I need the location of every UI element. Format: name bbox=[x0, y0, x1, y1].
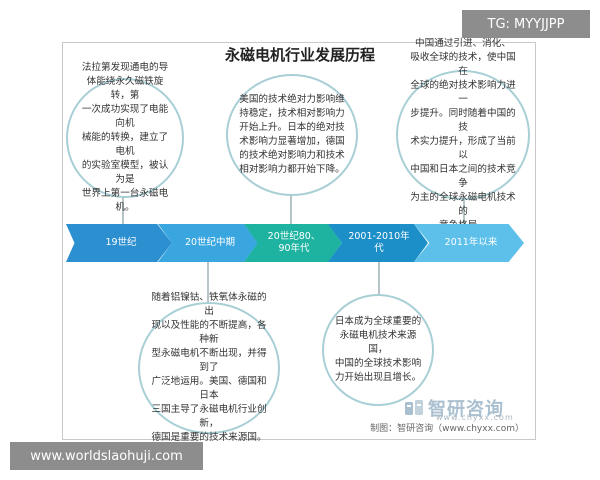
timeline-stage-2011-onward: 2011年以来 bbox=[414, 224, 524, 262]
note-line: 中国和日本之间的技术竞争 bbox=[410, 164, 516, 189]
timeline-stage-mid-20th-century: 20世纪中期 bbox=[158, 224, 258, 262]
connector-2001 bbox=[378, 262, 380, 298]
note-19th-century: 法拉第发现通电的导 体能绕永久磁铁旋转，第 一次成功实现了电能向机 械能的转换，… bbox=[66, 62, 184, 213]
note-1980s-1990s-text: 美国的技术绝对力影响维 持稳定，技术相对影响力 开始上升。日本的绝对技 术影响力… bbox=[239, 93, 345, 177]
watermark-url: www.chyxx.com bbox=[436, 413, 514, 422]
connector-2011 bbox=[463, 196, 465, 224]
note-line: 三国主导了永磁电机行业创新， bbox=[151, 404, 267, 429]
note-line: 吸收全球的技术，使中国在 bbox=[410, 52, 516, 77]
note-line: 德国是重要的技术来源国。 bbox=[151, 432, 267, 443]
timeline-stage-1980s-1990s: 20世纪80、90年代 bbox=[244, 224, 342, 262]
timeline-stage-2001-2010: 2001-2010年代 bbox=[328, 224, 428, 262]
note-line: 械能的转换，建立了电机 bbox=[81, 132, 169, 157]
note-line: 美国的技术绝对力影响维 bbox=[239, 94, 345, 105]
watermark-brand: 智研咨询 bbox=[428, 399, 504, 420]
note-line: 广泛地运用。美国、德国和日本 bbox=[151, 376, 267, 401]
note-line: 永磁电机技术来源国， bbox=[339, 330, 417, 355]
note-2011-onward: 中国通过引进、消化、 吸收全球的技术，使中国在 全球的绝对技术影响力进一 步提升… bbox=[396, 38, 530, 231]
timeline-label: 20世纪80、90年代 bbox=[267, 231, 321, 254]
timeline-label: 19世纪 bbox=[105, 237, 137, 248]
note-line: 开始上升。日本的绝对技 bbox=[239, 122, 345, 133]
timeline-label: 2011年以来 bbox=[444, 237, 498, 248]
site-url-badge: www.worldslaohuji.com bbox=[10, 442, 203, 470]
note-1980s-1990s: 美国的技术绝对力影响维 持稳定，技术相对影响力 开始上升。日本的绝对技 术影响力… bbox=[226, 74, 358, 196]
note-line: 持稳定，技术相对影响力 bbox=[239, 108, 345, 119]
note-line: 随着铝镍钴、铁氧体永磁的出 bbox=[151, 292, 267, 317]
note-line: 日本成为全球重要的 bbox=[334, 316, 422, 327]
note-line: 中国通过引进、消化、 bbox=[415, 38, 511, 49]
note-line: 型永磁电机不断出现，并得到了 bbox=[151, 348, 267, 373]
note-2001-2010: 日本成为全球重要的 永磁电机技术来源国， 中国的全球技术影响 力开始出现且增长。 bbox=[322, 294, 434, 406]
note-mid-20th-century: 随着铝镍钴、铁氧体永磁的出 现以及性能的不断提高，各种新 型永磁电机不断出现，并… bbox=[138, 292, 280, 443]
connector-20mid bbox=[207, 262, 209, 308]
note-line: 的技术绝对影响力和技术 bbox=[239, 150, 345, 161]
note-line: 法拉第发现通电的导 bbox=[81, 62, 169, 73]
note-line: 世界上第一台永磁电 bbox=[81, 188, 169, 199]
note-2011-onward-text: 中国通过引进、消化、 吸收全球的技术，使中国在 全球的绝对技术影响力进一 步提升… bbox=[408, 37, 518, 233]
note-line: 步提升。同时随着中国的技 bbox=[410, 108, 516, 133]
note-2001-2010-text: 日本成为全球重要的 永磁电机技术来源国， 中国的全球技术影响 力开始出现且增长。 bbox=[332, 315, 424, 385]
note-line: 术影响力显著增加，德国 bbox=[239, 136, 345, 147]
note-mid-20th-century-text: 随着铝镍钴、铁氧体永磁的出 现以及性能的不断提高，各种新 型永磁电机不断出现，并… bbox=[148, 291, 270, 445]
note-line: 的实验室模型，被认为是 bbox=[81, 160, 169, 185]
note-line: 相对影响力都开始下降。 bbox=[239, 164, 345, 175]
note-line: 术实力提升，形成了当前以 bbox=[410, 136, 516, 161]
connector-19th bbox=[122, 194, 124, 224]
note-19th-century-text: 法拉第发现通电的导 体能绕永久磁铁旋转，第 一次成功实现了电能向机 械能的转换，… bbox=[78, 61, 172, 215]
note-line: 力开始出现且增长。 bbox=[334, 372, 422, 383]
timeline-label: 20世纪中期 bbox=[184, 237, 236, 248]
timeline-label: 2001-2010年代 bbox=[348, 231, 410, 254]
note-line: 一次成功实现了电能向机 bbox=[81, 104, 169, 129]
diagram-title: 永磁电机行业发展历程 bbox=[224, 46, 375, 64]
brand-logo-icon bbox=[405, 400, 423, 415]
note-line: 现以及性能的不断提高，各种新 bbox=[151, 320, 267, 345]
note-line: 体能绕永久磁铁旋转，第 bbox=[86, 76, 164, 101]
note-line: 为主的全球永磁电机技术的 bbox=[410, 192, 516, 217]
chart-source: 制图：智研咨询（www.chyxx.com） bbox=[370, 424, 524, 434]
connector-80s bbox=[290, 192, 292, 224]
timeline-stage-19th-century: 19世纪 bbox=[66, 224, 172, 262]
watermark-logo: 智研咨询 bbox=[404, 395, 504, 421]
note-line: 机。 bbox=[115, 202, 135, 213]
tg-badge: TG: MYYJJPP bbox=[462, 10, 590, 38]
note-line: 中国的全球技术影响 bbox=[334, 358, 422, 369]
note-line: 全球的绝对技术影响力进一 bbox=[410, 80, 516, 105]
